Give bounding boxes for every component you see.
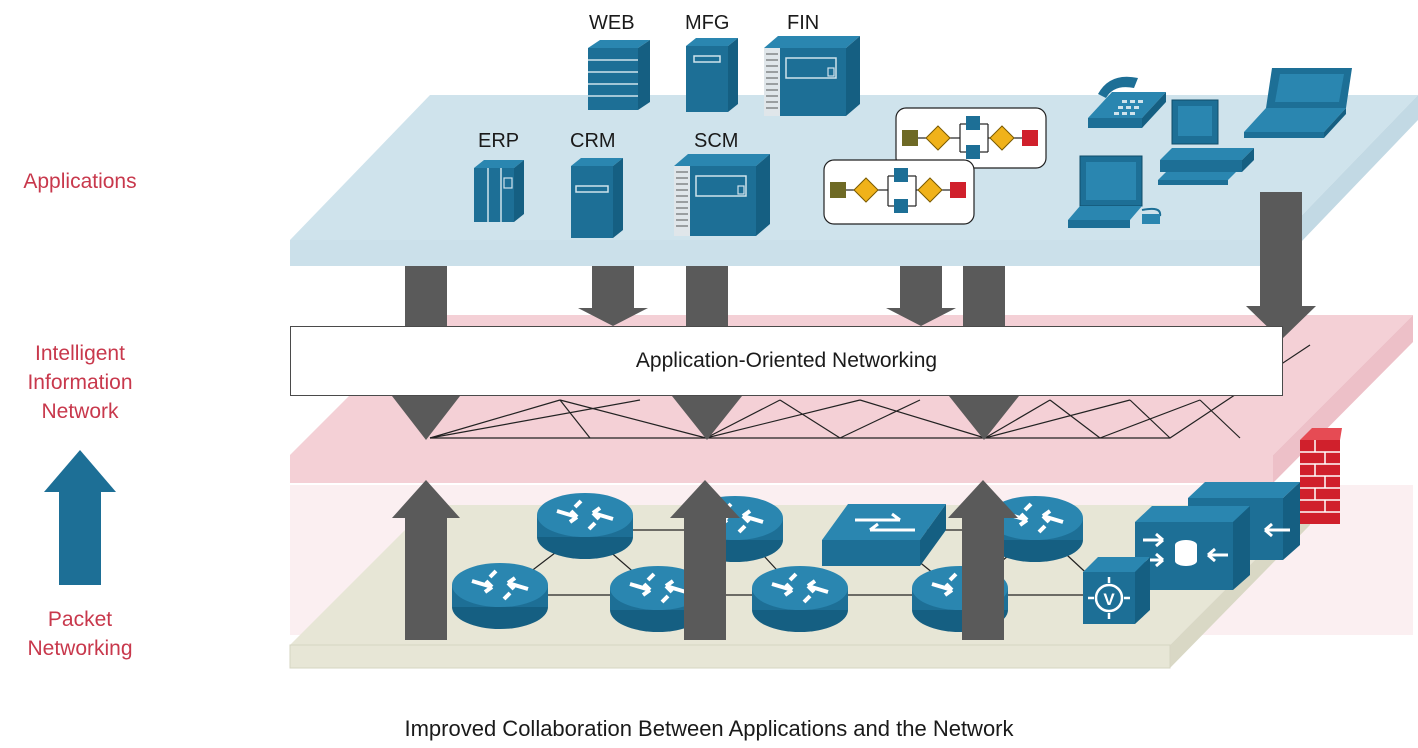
intelligent-line-2: Information — [27, 371, 133, 394]
mfg-server-icon — [686, 38, 738, 112]
crm-server-icon — [571, 158, 623, 238]
packet-layer-front — [289, 644, 1171, 669]
svg-text:V: V — [1103, 590, 1115, 609]
app-layer-front — [290, 240, 1278, 266]
fin-mainframe-icon — [764, 36, 860, 116]
arrow-up-1 — [392, 480, 460, 640]
diagram-caption: Improved Collaboration Between Applicati… — [404, 716, 1014, 741]
intelligent-layer-front — [290, 455, 1273, 483]
ip-phone-icon — [1088, 76, 1166, 128]
aon-label: Application-Oriented Networking — [635, 349, 938, 372]
switch-icon — [822, 504, 946, 566]
arrow-down-2 — [578, 266, 648, 326]
arrow-up-2 — [670, 480, 740, 640]
packet-line-2: Networking — [27, 637, 133, 660]
intelligent-line-3: Network — [41, 400, 119, 423]
packet-networking-label: Packet Networking — [0, 605, 160, 663]
intelligent-line-1: Intelligent — [35, 342, 125, 365]
applications-text: Applications — [23, 170, 137, 193]
arrow-up-3 — [948, 480, 1018, 640]
web-label: WEB — [589, 12, 635, 34]
packet-line-1: Packet — [47, 608, 113, 631]
erp-label: ERP — [478, 130, 520, 152]
crm-label: CRM — [570, 130, 616, 152]
workstation-icon — [1068, 155, 1162, 228]
scm-label: SCM — [694, 130, 739, 152]
storage-engine-icon — [1135, 506, 1250, 590]
router-icon — [535, 491, 635, 561]
up-arrow-icon — [44, 450, 116, 585]
router-icon — [750, 564, 850, 634]
fin-label: FIN — [787, 12, 820, 34]
applications-label: Applications — [0, 167, 160, 196]
firewall-icon — [1300, 428, 1342, 524]
workflow-icon — [823, 159, 975, 225]
vpn-device-icon: V — [1083, 557, 1150, 624]
arrow-down-1 — [392, 266, 460, 440]
arrow-down-4 — [886, 266, 956, 326]
mfg-label: MFG — [685, 12, 730, 34]
desktop-pc-icon — [1158, 99, 1254, 185]
laptop-icon — [1244, 68, 1352, 138]
up-arrows — [392, 480, 1018, 640]
scm-mainframe-icon — [674, 154, 770, 236]
arrow-down-6 — [1246, 192, 1316, 340]
aon-box: Application-Oriented Networking — [290, 326, 1283, 396]
app-layer-right-side — [1278, 95, 1418, 266]
web-server-icon — [588, 40, 650, 110]
router-icon — [450, 561, 550, 631]
arrow-down-5 — [949, 266, 1019, 440]
erp-server-icon — [474, 160, 524, 222]
down-arrows — [392, 192, 1316, 440]
workflow-icon — [895, 107, 1047, 169]
arrow-down-3 — [672, 266, 742, 440]
intelligent-network-label: Intelligent Information Network — [0, 339, 160, 426]
